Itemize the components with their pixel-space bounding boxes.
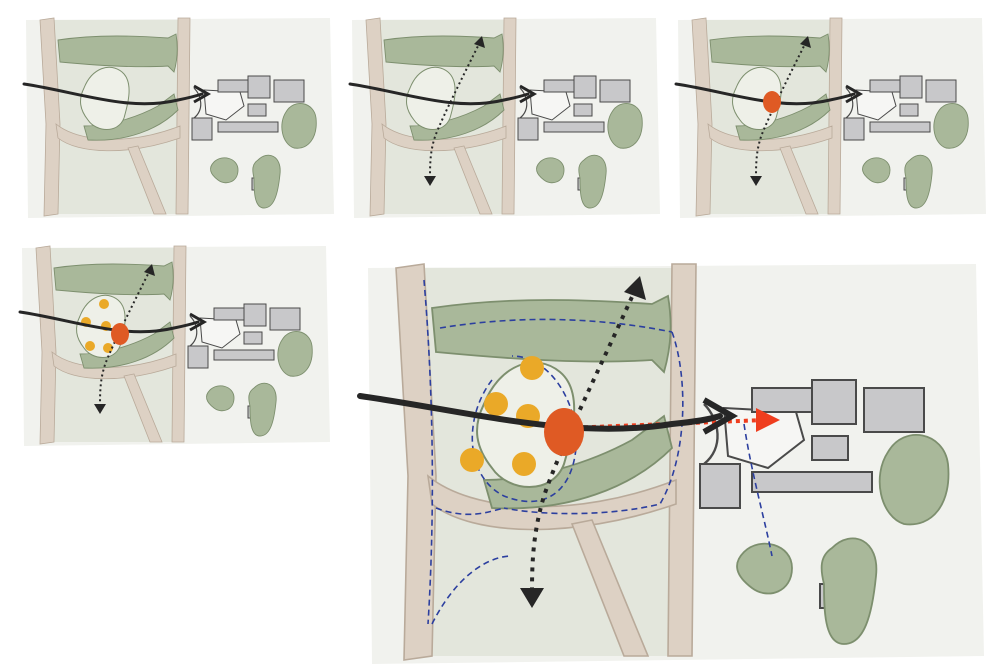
arrow-head-icon bbox=[144, 264, 155, 276]
panel-3 bbox=[674, 17, 987, 219]
loop-paths bbox=[423, 279, 773, 625]
cross-path-arrow bbox=[750, 36, 811, 186]
primary-axis-arrow bbox=[18, 310, 208, 334]
arrow-head-icon bbox=[702, 397, 739, 435]
panel-1 bbox=[22, 17, 335, 219]
primary-axis-arrow bbox=[22, 82, 212, 106]
primary-axis-arrow bbox=[348, 82, 538, 106]
arrow-head-icon bbox=[520, 588, 544, 608]
central-node bbox=[763, 91, 781, 113]
base-map bbox=[677, 17, 987, 219]
base-map bbox=[25, 17, 335, 219]
gathering-spot bbox=[484, 392, 508, 416]
cross-path-arrow bbox=[94, 264, 155, 414]
panel-5 bbox=[357, 262, 986, 666]
central-node bbox=[111, 323, 129, 345]
arrow-head-icon bbox=[624, 276, 646, 300]
panel-4 bbox=[18, 245, 331, 447]
loop-path bbox=[423, 279, 434, 625]
cross-path-arrow bbox=[424, 36, 485, 186]
panel-2 bbox=[348, 17, 661, 219]
gathering-spot bbox=[512, 452, 536, 476]
gathering-spot bbox=[103, 343, 113, 353]
cross-path-arrow bbox=[520, 276, 646, 608]
gathering-spot bbox=[85, 341, 95, 351]
arrow-head-icon bbox=[94, 404, 106, 414]
primary-axis-arrow bbox=[674, 82, 864, 106]
arrow-head-icon bbox=[519, 84, 538, 104]
loop-path bbox=[471, 355, 578, 503]
loop-path bbox=[743, 423, 773, 557]
base-map bbox=[21, 245, 331, 447]
loop-path bbox=[439, 318, 673, 333]
primary-axis-arrow bbox=[357, 393, 739, 435]
base-map bbox=[351, 17, 661, 219]
arrow-head-icon bbox=[193, 84, 212, 104]
arrow-head-icon bbox=[845, 84, 864, 104]
gathering-spots bbox=[460, 356, 544, 476]
arrow-head-icon bbox=[474, 36, 485, 48]
arrow-head-icon bbox=[756, 408, 780, 432]
arrow-head-icon bbox=[750, 176, 762, 186]
arrow-head-icon bbox=[189, 312, 208, 332]
gathering-spot bbox=[460, 448, 484, 472]
arrow-head-icon bbox=[800, 36, 811, 48]
gathering-spot bbox=[520, 356, 544, 380]
central-node bbox=[544, 408, 584, 456]
arrow-head-icon bbox=[424, 176, 436, 186]
loop-path bbox=[435, 507, 505, 516]
loop-path bbox=[431, 555, 513, 625]
gathering-spot bbox=[99, 299, 109, 309]
